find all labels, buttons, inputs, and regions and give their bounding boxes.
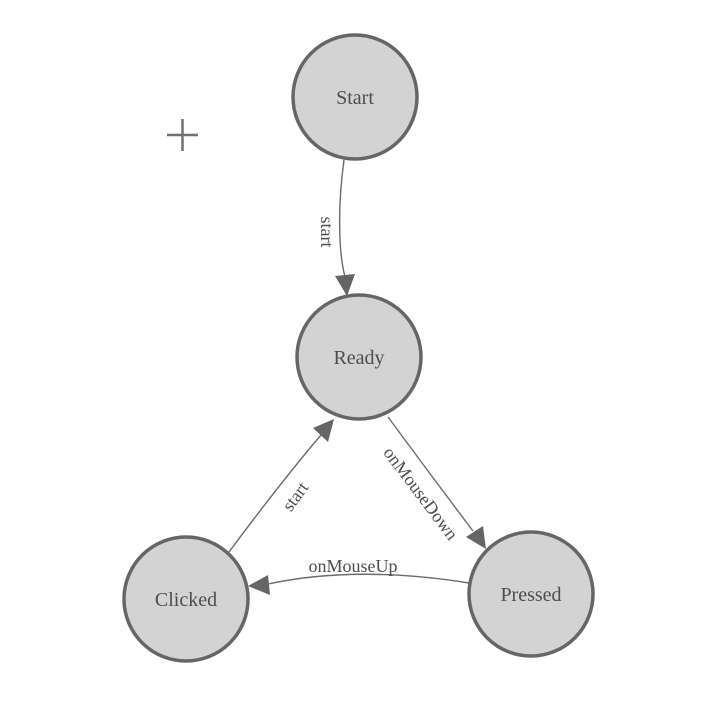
arrowhead-icon <box>313 419 334 442</box>
edge-label-start[interactable]: start <box>317 217 337 248</box>
edge-line[interactable] <box>228 434 322 553</box>
edge-line[interactable] <box>267 573 470 585</box>
arrowhead-icon <box>248 575 270 595</box>
node-label: Ready <box>333 347 384 369</box>
node-label: Clicked <box>155 589 217 611</box>
edge-label-start2[interactable]: start <box>278 478 312 515</box>
arrowhead-icon <box>466 526 486 549</box>
node-circle[interactable] <box>122 535 250 663</box>
state-node-start[interactable]: Start <box>291 33 419 161</box>
state-node-clicked[interactable]: Clicked <box>122 535 250 663</box>
plus-crosshair-icon <box>167 119 198 151</box>
transition-pressed-to-clicked[interactable]: onMouseUp <box>248 556 470 595</box>
node-circle[interactable] <box>295 293 423 421</box>
edge-label-onmousedown[interactable]: onMouseDown <box>379 443 462 544</box>
node-circle[interactable] <box>467 530 595 658</box>
transition-start-to-ready[interactable]: start <box>317 159 355 296</box>
arrowhead-icon <box>335 274 355 296</box>
edge-line[interactable] <box>338 159 346 278</box>
node-circle[interactable] <box>291 33 419 161</box>
node-label: Start <box>336 87 374 109</box>
node-label: Pressed <box>500 584 561 606</box>
transition-ready-to-pressed[interactable]: onMouseDown <box>379 416 486 549</box>
edge-line[interactable] <box>387 416 474 532</box>
state-node-pressed[interactable]: Pressed <box>467 530 595 658</box>
state-node-ready[interactable]: Ready <box>295 293 423 421</box>
edge-label-onmouseup[interactable]: onMouseUp <box>309 556 398 576</box>
transition-clicked-to-ready[interactable]: start <box>228 419 334 553</box>
